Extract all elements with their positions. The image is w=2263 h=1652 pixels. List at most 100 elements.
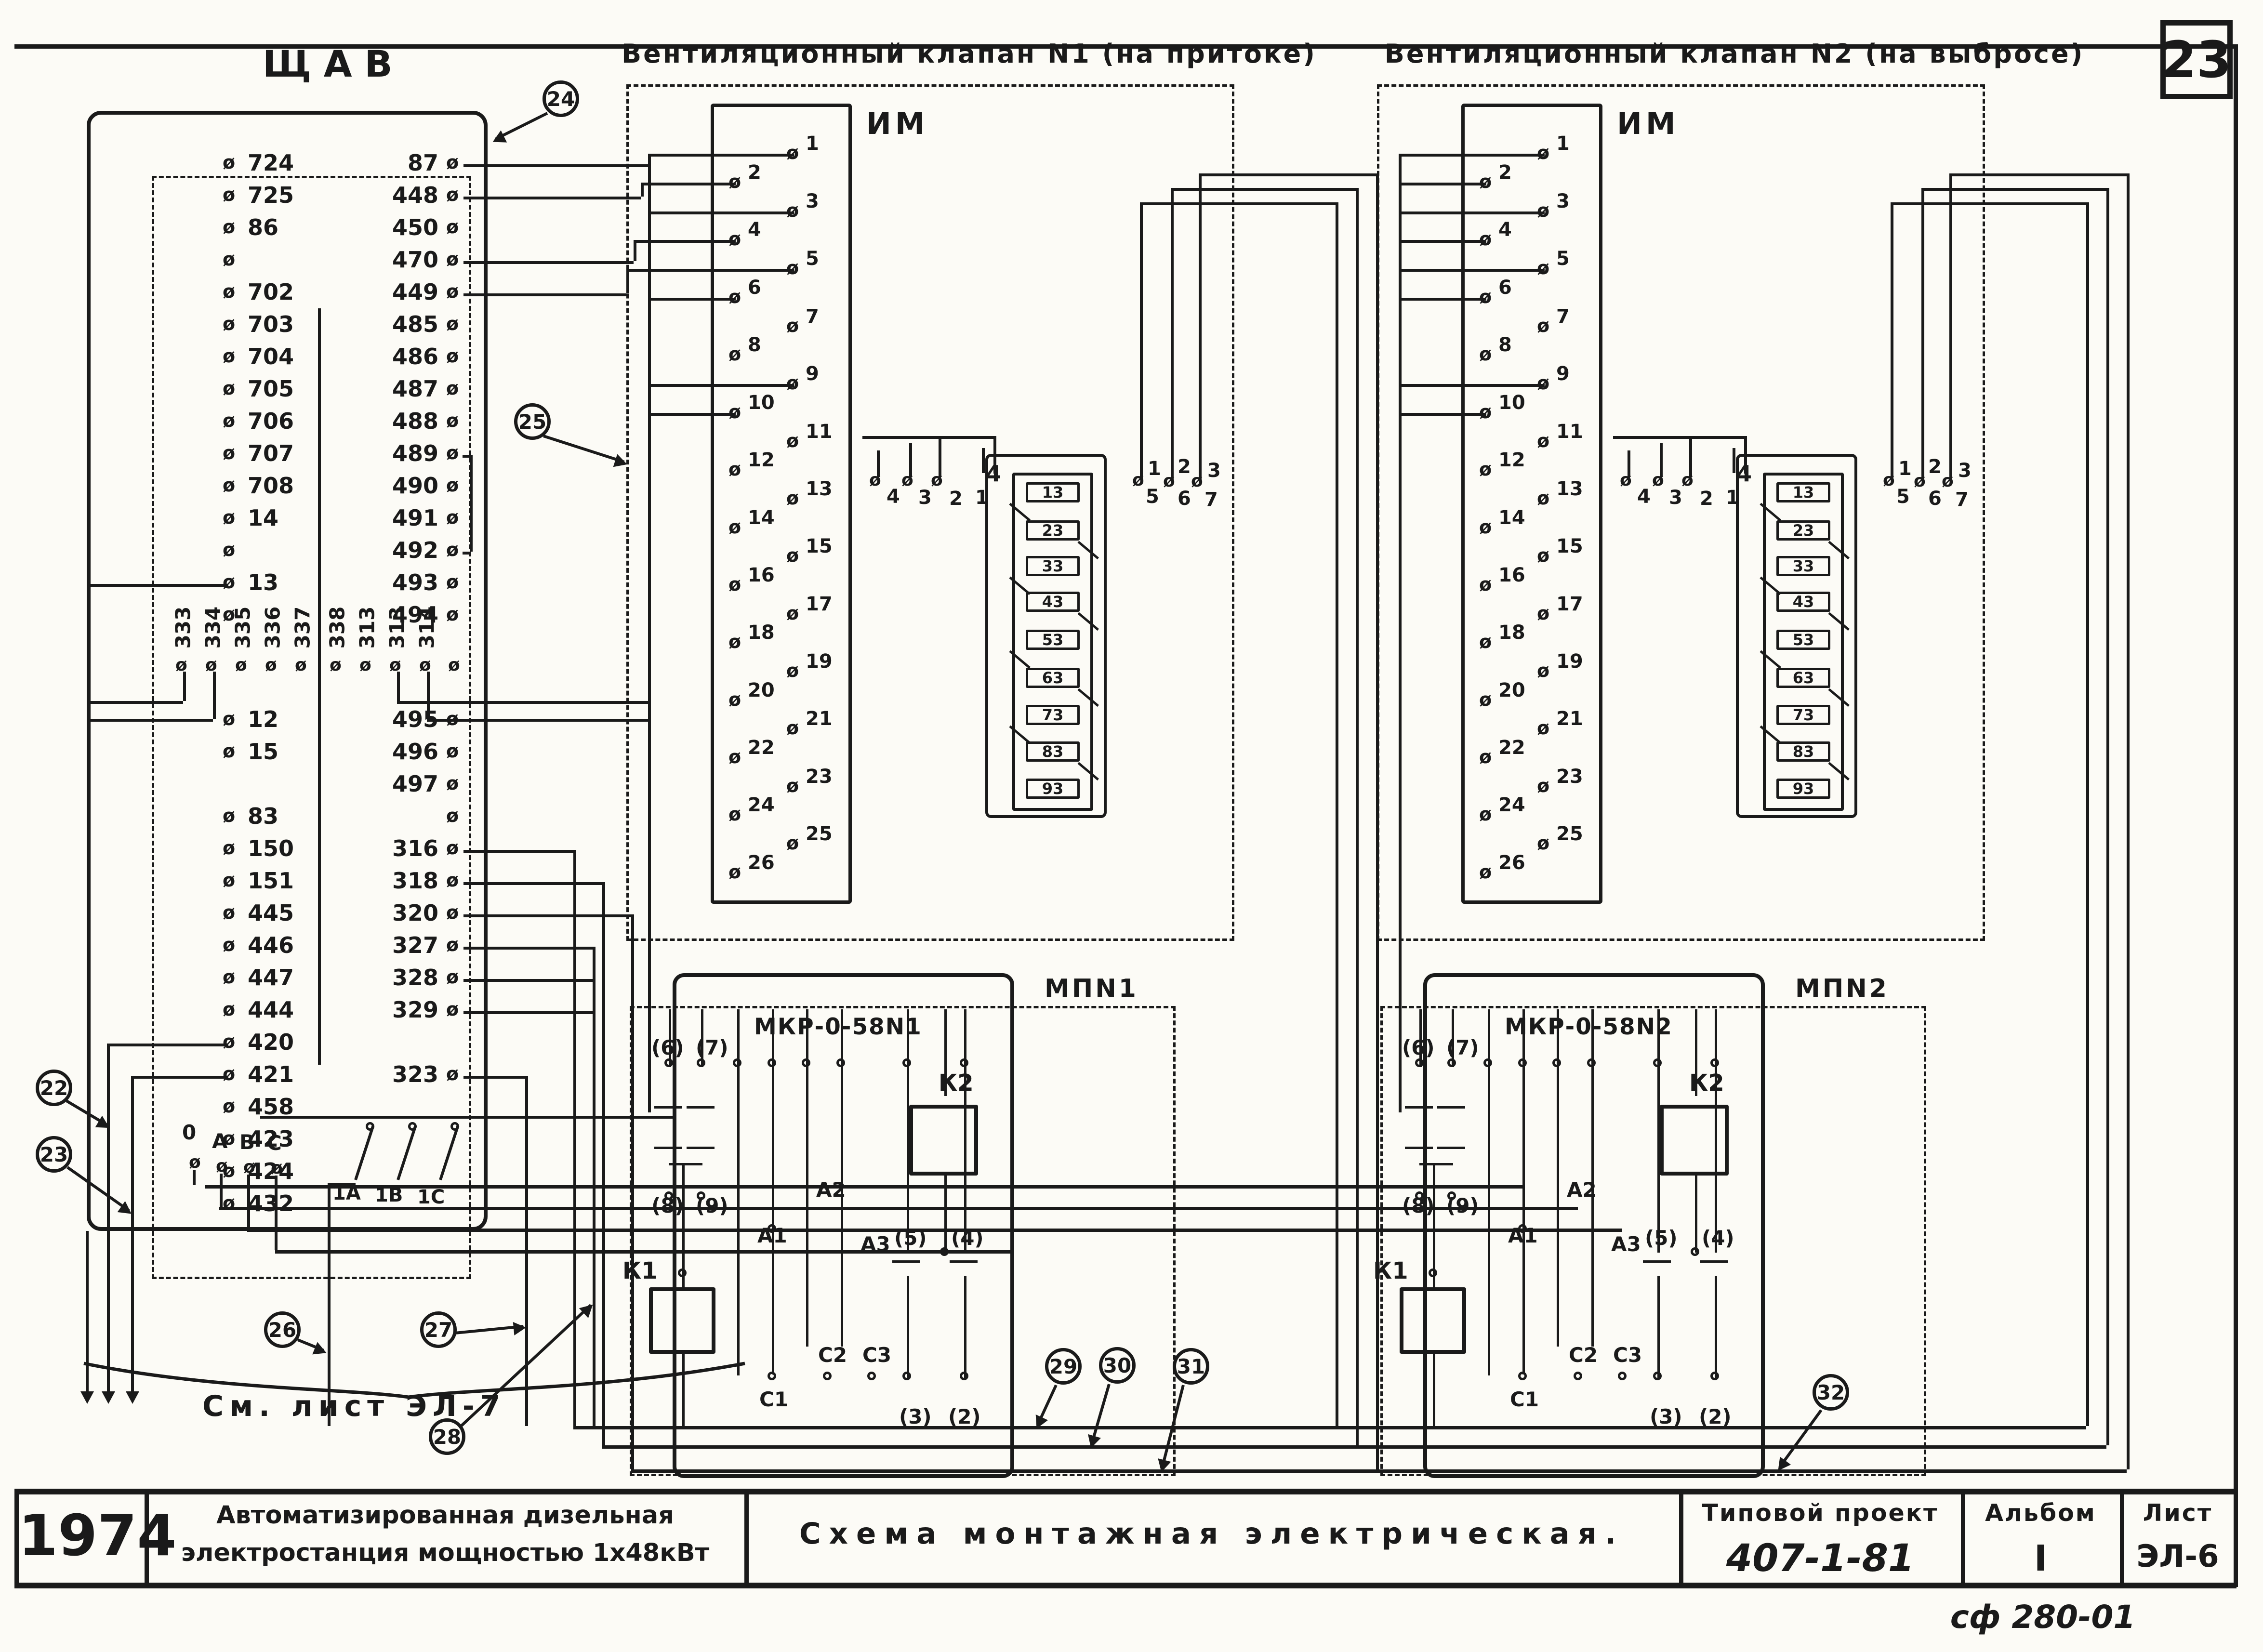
wire — [87, 719, 213, 722]
wire — [213, 672, 216, 719]
callout-25: 25 — [514, 403, 551, 440]
node-circle — [1710, 1058, 1719, 1067]
wire — [1452, 1009, 1454, 1067]
wire — [87, 584, 228, 587]
wire — [648, 183, 736, 185]
shav-left-terminal-number: 446 — [248, 932, 294, 958]
shav-left-terminal-number: 83 — [248, 803, 279, 829]
im-terminal: ø — [728, 171, 741, 192]
mp-terminal-label: (4) — [1702, 1226, 1734, 1250]
limit-switch-inner — [1012, 473, 1093, 811]
wire — [682, 1165, 685, 1288]
valve-dashed — [1377, 84, 1985, 941]
mp-terminal-label: (2) — [1699, 1405, 1732, 1428]
wire — [397, 701, 648, 704]
shav-terminal: ø — [223, 152, 236, 173]
phase-label: 0 — [182, 1121, 197, 1144]
wire — [1695, 1176, 1697, 1253]
shav-right-terminal-number: 450 — [392, 214, 438, 240]
shav-terminal: ø — [223, 281, 236, 302]
shav-terminal: ø — [223, 837, 236, 859]
shav-right-terminal-number: 449 — [392, 279, 438, 305]
wire — [328, 1183, 356, 1186]
mp-terminal-label: С2 — [1569, 1343, 1598, 1367]
shav-terminal: ø — [223, 475, 236, 496]
wire — [1399, 413, 1486, 416]
valve-dashed — [626, 84, 1234, 941]
im-terminal-number: 12 — [1498, 449, 1525, 471]
wire — [1689, 436, 1692, 477]
limit-switch-box-label: 33 — [1042, 557, 1064, 575]
wire — [1488, 1009, 1490, 1375]
wire — [1733, 448, 1735, 473]
wire — [1557, 1009, 1559, 1347]
shav-terminal: ø — [223, 184, 236, 205]
wire — [131, 1076, 134, 1392]
wire — [463, 947, 593, 950]
mp-terminal-label: (5) — [1645, 1226, 1678, 1250]
wire — [1715, 1276, 1717, 1378]
im-terminal: ø — [786, 372, 799, 394]
im-terminal: ø — [786, 200, 799, 221]
wire — [1140, 202, 1336, 205]
mp-terminal-label: С3 — [1613, 1343, 1642, 1367]
down-arrow — [126, 1391, 139, 1411]
shav-terminal: ø — [446, 966, 459, 988]
wire — [1419, 1009, 1422, 1067]
shav-left-terminal-number: 424 — [248, 1158, 294, 1184]
mp-terminal-label: (4) — [951, 1226, 984, 1250]
wire — [107, 1044, 110, 1392]
wire — [892, 1260, 920, 1263]
wire — [463, 1076, 525, 1079]
im-terminal-number: 17 — [1556, 593, 1583, 615]
sheet-number: 23 — [2161, 30, 2232, 89]
wire — [1660, 443, 1663, 477]
valve1-header: Вентиляционный клапан N1 (на притоке) — [622, 39, 1317, 69]
im-terminal-number: 4 — [748, 219, 761, 241]
wire — [634, 240, 636, 261]
shav-terminal: ø — [223, 1160, 236, 1181]
see-sheet-note: См. лист ЭЛ-7 — [202, 1389, 506, 1423]
callout-29: 29 — [1045, 1348, 1082, 1385]
title-object-line1: Автоматизированная дизельная — [216, 1501, 674, 1530]
ls-wire-number: 2 — [1928, 456, 1942, 478]
wire — [909, 443, 912, 477]
wire — [463, 552, 470, 555]
wire — [648, 384, 794, 387]
wire — [641, 183, 644, 197]
limit-switch-box — [1776, 668, 1830, 688]
im-terminal-number: 10 — [748, 392, 775, 414]
callout-31: 31 — [1173, 1348, 1209, 1385]
mp-terminal-label: (6) — [1402, 1036, 1435, 1059]
ls-terminal-number: 2 — [1700, 488, 1713, 510]
wire — [1657, 1276, 1660, 1378]
im-terminal-number: 23 — [1556, 766, 1583, 788]
phase-label: С — [267, 1131, 282, 1155]
limit-switch-box — [1026, 482, 1080, 502]
im-terminal: ø — [1537, 488, 1550, 509]
callout-32: 32 — [1813, 1374, 1849, 1411]
node-circle — [902, 1058, 911, 1067]
im-terminal: ø — [786, 488, 799, 509]
shav-terminal: ø — [223, 442, 236, 463]
limit-switch-box-label: 23 — [1792, 521, 1814, 540]
im-terminal-number: 14 — [1498, 507, 1525, 529]
wire — [1399, 384, 1545, 387]
k1-coil — [649, 1287, 715, 1354]
callout-leader-arrow — [513, 1320, 534, 1335]
shav-terminal: ø — [446, 571, 459, 593]
shav-terminal: ø — [223, 966, 236, 988]
im-terminal-number: 16 — [748, 564, 775, 586]
wire — [907, 1276, 909, 1378]
wire — [1399, 269, 1545, 272]
shav-terminal: ø — [330, 655, 342, 675]
wire — [964, 1009, 966, 1253]
wire — [1140, 202, 1143, 480]
mp-terminal-label: А3 — [860, 1232, 890, 1256]
power-bus — [631, 1469, 2127, 1473]
shav-terminal: ø — [359, 655, 371, 675]
valve2-k1-label: К1 — [1373, 1257, 1408, 1284]
im-terminal-number: 4 — [1498, 219, 1512, 241]
limit-switch-box-label: 53 — [1792, 631, 1814, 649]
im-terminal-number: 15 — [806, 535, 833, 557]
